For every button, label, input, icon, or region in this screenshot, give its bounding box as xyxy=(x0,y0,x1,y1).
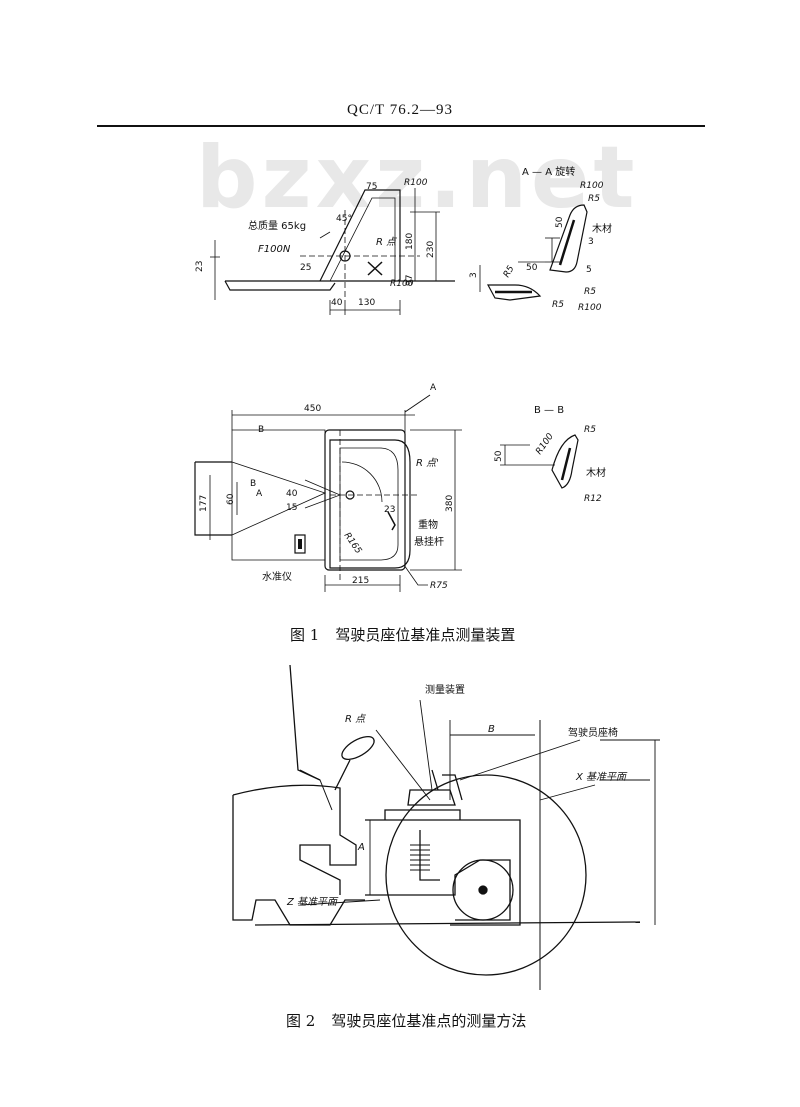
dim-177: 177 xyxy=(199,495,209,512)
label-b-fig2: B xyxy=(488,724,495,735)
bb-wood: 木材 xyxy=(586,466,606,479)
dim-97: 97 xyxy=(405,275,415,286)
label-b-top: B xyxy=(258,425,264,435)
dim-215: 215 xyxy=(352,576,369,586)
aa-r100: R100 xyxy=(580,181,604,191)
dim-380: 380 xyxy=(445,495,455,512)
label-r-point-prime: R 点' xyxy=(416,457,439,469)
section-aa: A — A 旋转 R100 R5 木材 50 3 3 R5 50 5 R5 R5… xyxy=(469,165,612,313)
dim-40: 40 xyxy=(331,298,343,308)
dim-23: 23 xyxy=(195,261,205,272)
label-b-mid: B xyxy=(250,479,256,489)
dim-130: 130 xyxy=(358,298,375,308)
aa-r5: R5 xyxy=(588,194,600,204)
label-total-mass: 总质量 65kg xyxy=(248,219,306,232)
label-a-fig2: A xyxy=(357,842,365,853)
dim-15: 15 xyxy=(286,503,297,513)
section-bb-title: B — B xyxy=(534,405,564,416)
dim-230: 230 xyxy=(426,241,436,258)
section-aa-title: A — A 旋转 xyxy=(522,165,575,178)
dim-r165: R165 xyxy=(342,531,364,556)
label-r-point: R 点 xyxy=(376,236,397,248)
figure-2-caption: 图 2 驾驶员座位基准点的测量方法 xyxy=(286,1010,526,1031)
figure-2-title: 驾驶员座位基准点的测量方法 xyxy=(331,1012,527,1030)
dim-r100-bottom: R100 xyxy=(390,279,414,289)
bb-r5: R5 xyxy=(584,425,596,435)
bb-r12: R12 xyxy=(584,494,602,504)
section-bb: B — B 50 R100 R5 木材 R12 xyxy=(494,405,606,504)
label-a-top: A xyxy=(430,383,437,393)
aa-50: 50 xyxy=(555,216,565,228)
dim-40b: 40 xyxy=(286,489,298,499)
figure-2-drawing: 测量装置 R 点 B 驾驶员座椅 X 基准平面 A Z 基准平面 xyxy=(232,664,660,990)
label-weight-rod-1: 重物 xyxy=(418,518,438,531)
dim-r100-top: R100 xyxy=(404,178,428,188)
side-view: 75 R100 45° 总质量 65kg F100N R 点 23 25 180… xyxy=(195,178,455,315)
label-f100n: F100N xyxy=(258,244,291,255)
aa-r100b: R100 xyxy=(578,303,602,313)
dim-75: 75 xyxy=(366,182,377,192)
label-weight-rod-2: 悬挂杆 xyxy=(414,535,444,548)
figure-2-number: 图 2 xyxy=(286,1012,316,1030)
aa-5: 5 xyxy=(586,265,592,275)
bb-r100: R100 xyxy=(534,432,556,457)
figure-1-caption: 图 1 驾驶员座位基准点测量装置 xyxy=(290,624,515,645)
dim-450: 450 xyxy=(304,404,321,414)
dim-23b: 23 xyxy=(384,505,395,515)
aa-3: 3 xyxy=(588,237,594,247)
dim-60: 60 xyxy=(226,493,236,505)
aa-r5c: R5 xyxy=(584,287,596,297)
aa-3b: 3 xyxy=(469,272,479,278)
header-rule xyxy=(97,125,705,127)
aa-r5b: R5 xyxy=(502,264,517,280)
figure-1-drawing: 75 R100 45° 总质量 65kg F100N R 点 23 25 180… xyxy=(194,165,612,592)
label-driver-seat: 驾驶员座椅 xyxy=(568,726,618,739)
dim-r75: R75 xyxy=(430,581,448,591)
label-level: 水准仪 xyxy=(262,571,292,583)
tractor-body: 测量装置 R 点 B 驾驶员座椅 X 基准平面 A Z 基准平面 xyxy=(232,664,660,990)
label-r-point-fig2: R 点 xyxy=(345,713,366,725)
dim-25: 25 xyxy=(300,263,311,273)
standard-code: QC/T 76.2—93 xyxy=(347,102,453,118)
figure-1-title: 驾驶员座位基准点测量装置 xyxy=(335,626,516,644)
bb-50: 50 xyxy=(494,450,504,462)
dim-45deg: 45° xyxy=(336,214,352,224)
top-view: 450 A B B R 点' 177 60 A 40 15 23 重物 悬挂杆 … xyxy=(194,383,462,592)
figure-1-number: 图 1 xyxy=(290,626,320,644)
label-z-plane: Z 基准平面 xyxy=(286,896,339,908)
aa-wood: 木材 xyxy=(592,222,612,235)
aa-50b: 50 xyxy=(526,263,538,273)
aa-r5d: R5 xyxy=(552,300,564,310)
label-measuring-device: 测量装置 xyxy=(425,683,465,696)
label-x-plane: X 基准平面 xyxy=(575,771,628,783)
dim-180: 180 xyxy=(405,233,415,250)
label-a-mid: A xyxy=(256,489,263,499)
